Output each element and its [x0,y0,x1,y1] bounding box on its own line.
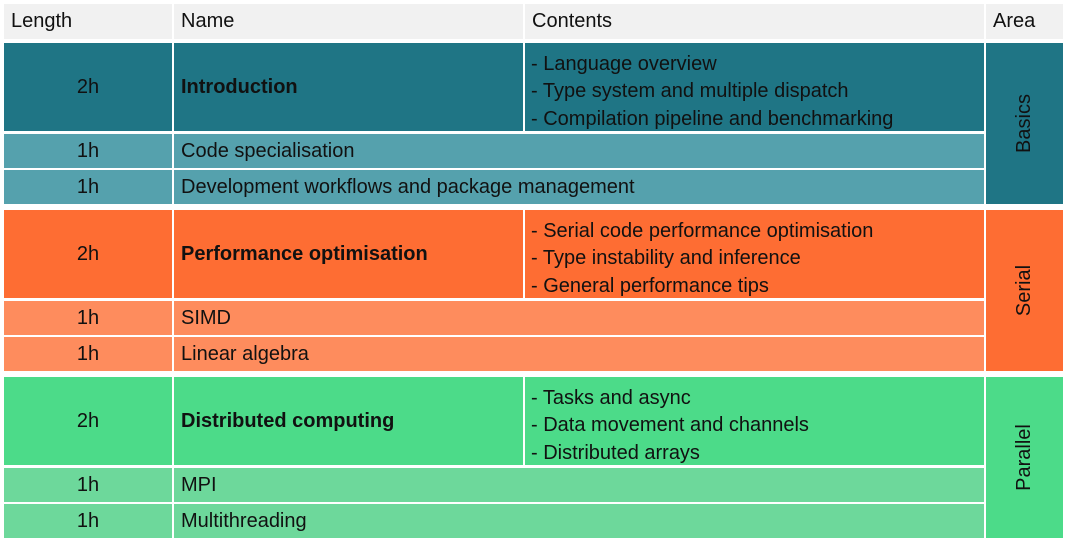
section-basics-main-length: 2h [4,43,172,131]
section-basics-contents: - Language overview - Type system and mu… [525,43,984,131]
section-serial-row-length: 1h [4,301,172,335]
contents-item: - Serial code performance optimisation [531,220,874,242]
header-contents: Contents [525,4,984,39]
area-label: Serial [1012,264,1035,317]
section-basics-main-name: Introduction [174,43,523,131]
section-serial-row-name: Linear algebra [174,337,984,371]
header-area: Area [986,4,1063,39]
section-parallel-row-name: MPI [174,468,984,502]
contents-item: - Compilation pipeline and benchmarking [531,107,894,130]
section-basics-row-name: Code specialisation [174,134,984,168]
section-basics-area: Basics [986,43,1063,204]
contents-item: - General performance tips [531,274,769,297]
header-length: Length [4,4,172,39]
section-parallel-main-name: Distributed computing [174,377,523,465]
header-name: Name [174,4,523,39]
section-parallel-main-length: 2h [4,377,172,465]
section-parallel-row-length: 1h [4,468,172,502]
contents-item: - Type system and multiple dispatch [531,80,849,103]
contents-item: - Tasks and async [531,387,691,409]
section-serial-main-length: 2h [4,210,172,298]
section-parallel-row-length: 1h [4,504,172,538]
contents-item: - Language overview [531,53,717,75]
section-parallel-contents: - Tasks and async - Data movement and ch… [525,377,984,465]
area-label: Parallel [1012,424,1035,491]
section-basics-row-length: 1h [4,170,172,204]
area-label: Basics [1013,94,1035,153]
section-serial-row-length: 1h [4,337,172,371]
section-serial-row-name: SIMD [174,301,984,335]
section-serial-main-name: Performance optimisation [174,210,523,298]
contents-item: - Type instability and inference [531,247,801,270]
contents-item: - Distributed arrays [531,441,700,464]
table-header: Length Name Contents Area [0,4,1067,39]
section-parallel-row-name: Multithreading [174,504,984,538]
section-parallel-area: Parallel [986,377,1063,538]
contents-item: - Data movement and channels [531,414,809,437]
section-basics-row-length: 1h [4,134,172,168]
section-basics-row-name: Development workflows and package manage… [174,170,984,204]
section-serial-area: Serial [986,210,1063,371]
section-serial-contents: - Serial code performance optimisation -… [525,210,984,298]
